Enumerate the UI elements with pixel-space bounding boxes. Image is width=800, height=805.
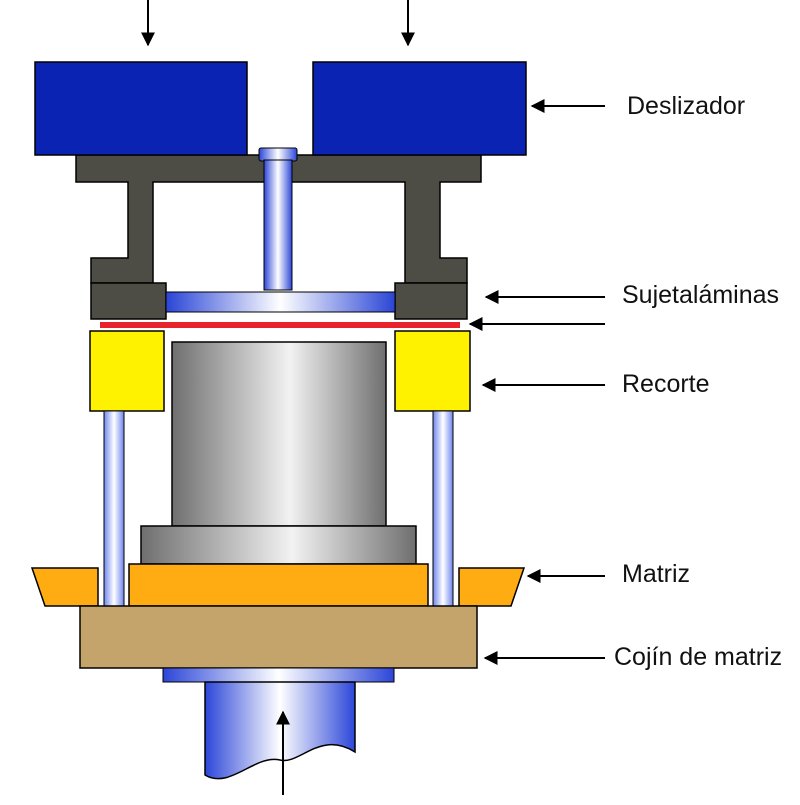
support-rod-right (432, 410, 454, 608)
punch-base (140, 525, 417, 565)
cushion-rod (204, 681, 356, 780)
die-center (128, 563, 429, 607)
center-rod (263, 159, 293, 291)
label-sujetalaminas: Sujetaláminas (622, 281, 780, 309)
label-matriz: Matriz (622, 560, 691, 588)
die-cushion (79, 605, 478, 669)
center-rod-cap (258, 147, 298, 162)
blank-left (89, 330, 165, 412)
blank-holder-ring (165, 291, 396, 313)
blank-holder-right (394, 282, 468, 320)
label-recorte: Recorte (622, 370, 710, 398)
slide-block-left (34, 61, 248, 156)
die-side-left (30, 567, 99, 607)
blank-right (394, 330, 471, 412)
blank-holder-left (90, 282, 167, 320)
label-cojin-de-matriz: Cojín de matriz (614, 643, 783, 671)
die-side-right (458, 567, 526, 607)
sheet-metal (100, 322, 460, 328)
support-rod-left (103, 410, 125, 608)
label-deslizador: Deslizador (627, 92, 746, 120)
punch-body (171, 341, 387, 527)
cushion-plate (162, 667, 395, 683)
slide-block-right (312, 61, 527, 156)
